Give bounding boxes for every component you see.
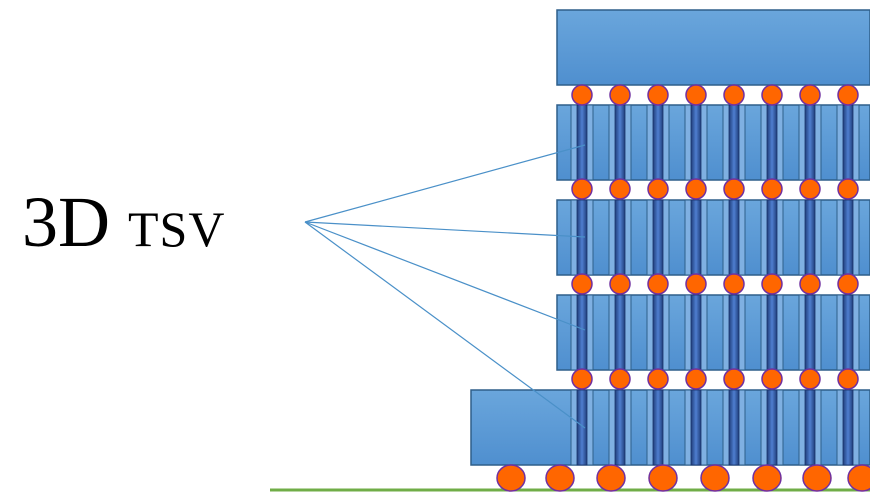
micro-bump [647, 273, 669, 295]
micro-bump [647, 84, 669, 106]
micro-bump [685, 273, 707, 295]
micro-bump [647, 178, 669, 200]
leader-line [304, 144, 586, 223]
micro-bump [761, 368, 783, 390]
micro-bump [685, 178, 707, 200]
tsv-via [690, 389, 702, 466]
micro-bump [685, 84, 707, 106]
tsv-via [804, 389, 816, 466]
tsv-via [728, 104, 740, 181]
c4-bump [752, 464, 782, 492]
micro-bump [723, 84, 745, 106]
micro-bump [571, 84, 593, 106]
label-tsv: TSV [128, 201, 226, 257]
tsv-via [614, 389, 626, 466]
stacked-die [556, 199, 870, 276]
micro-bump [609, 273, 631, 295]
micro-bump [609, 368, 631, 390]
leader-line [304, 221, 586, 238]
c4-bump [648, 464, 678, 492]
tsv-via [690, 199, 702, 276]
c4-bump [596, 464, 626, 492]
micro-bump [571, 273, 593, 295]
micro-bump [837, 178, 859, 200]
tsv-via [804, 294, 816, 371]
c4-bump [700, 464, 730, 492]
micro-bump [837, 368, 859, 390]
top-die [556, 9, 870, 86]
tsv-via [614, 104, 626, 181]
stacked-die [556, 104, 870, 181]
micro-bump [761, 273, 783, 295]
micro-bump [723, 178, 745, 200]
micro-bump [571, 368, 593, 390]
micro-bump [799, 368, 821, 390]
micro-bump [647, 368, 669, 390]
stacked-die [556, 294, 870, 371]
micro-bump [723, 273, 745, 295]
micro-bump [571, 178, 593, 200]
micro-bump [685, 368, 707, 390]
tsv-via [576, 294, 588, 371]
tsv-label: 3D TSV [22, 186, 225, 258]
tsv-via [842, 199, 854, 276]
tsv-via [728, 389, 740, 466]
tsv-via [766, 104, 778, 181]
tsv-via [652, 294, 664, 371]
tsv-via [576, 199, 588, 276]
micro-bump [609, 84, 631, 106]
micro-bump [723, 368, 745, 390]
tsv-via [652, 389, 664, 466]
micro-bump [799, 84, 821, 106]
tsv-via [614, 199, 626, 276]
tsv-via [652, 199, 664, 276]
leader-line [304, 221, 586, 429]
tsv-via [842, 294, 854, 371]
micro-bump [761, 178, 783, 200]
c4-bump [802, 464, 832, 492]
tsv-via [728, 294, 740, 371]
micro-bump [799, 178, 821, 200]
label-3d: 3D [22, 182, 110, 262]
leader-line [304, 221, 586, 331]
tsv-via [652, 104, 664, 181]
tsv-via [576, 104, 588, 181]
c4-bump [545, 464, 575, 492]
micro-bump [837, 273, 859, 295]
tsv-via [766, 294, 778, 371]
tsv-via [690, 104, 702, 181]
micro-bump [837, 84, 859, 106]
tsv-via [728, 199, 740, 276]
c4-bump [847, 464, 870, 492]
c4-bump [496, 464, 526, 492]
tsv-via [842, 104, 854, 181]
tsv-via [766, 199, 778, 276]
micro-bump [799, 273, 821, 295]
micro-bump [761, 84, 783, 106]
tsv-via [766, 389, 778, 466]
tsv-via [690, 294, 702, 371]
tsv-via [804, 199, 816, 276]
tsv-via [842, 389, 854, 466]
tsv-via [614, 294, 626, 371]
micro-bump [609, 178, 631, 200]
tsv-via [804, 104, 816, 181]
tsv-via [576, 389, 588, 466]
